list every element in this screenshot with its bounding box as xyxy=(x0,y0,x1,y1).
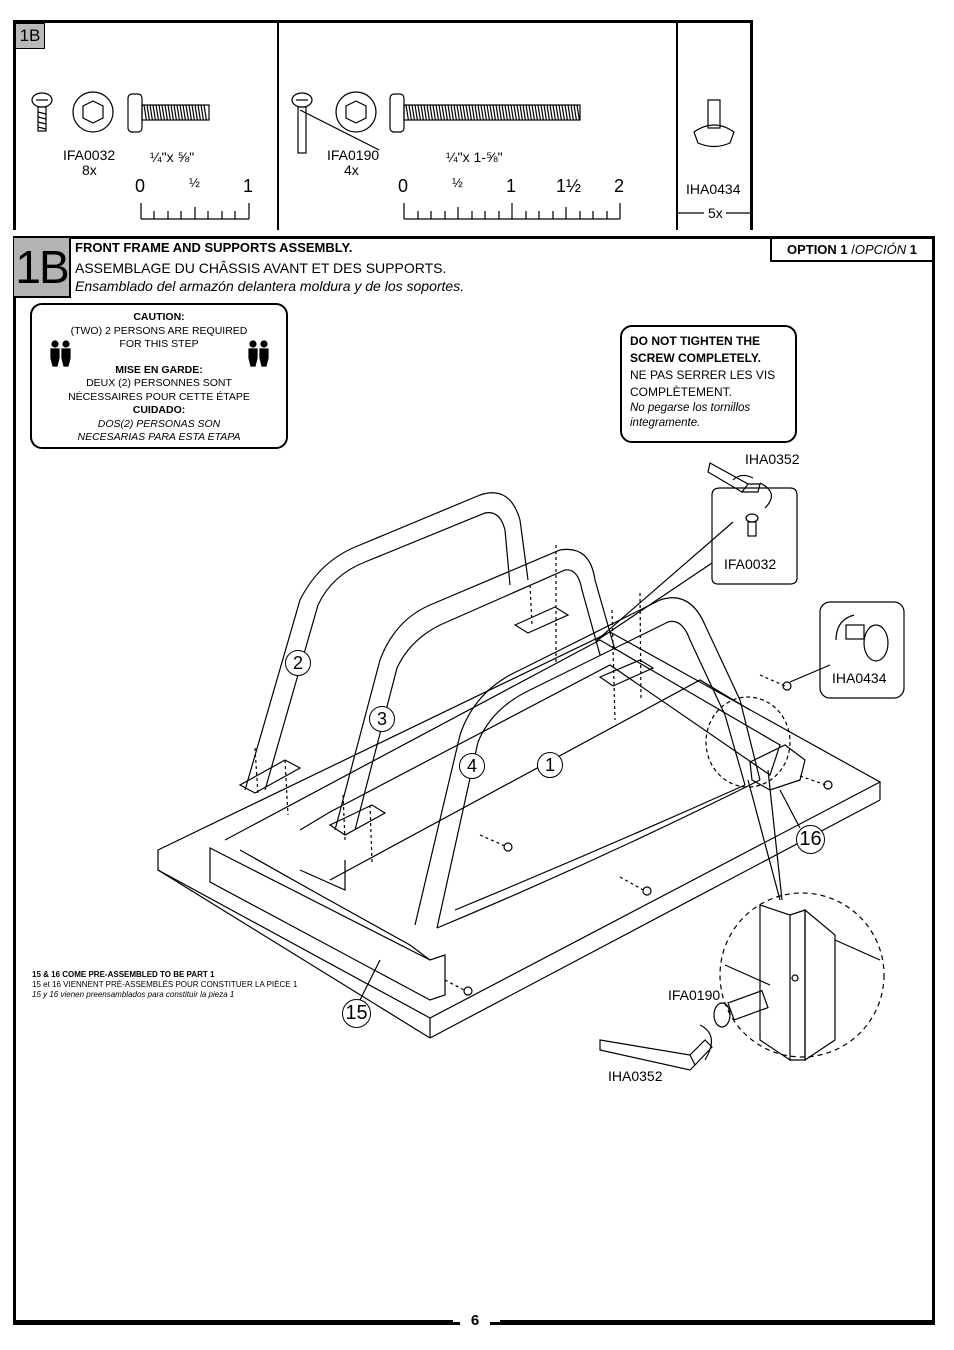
screw-small-side-icon xyxy=(31,92,53,132)
screw-long-head-icon xyxy=(335,91,377,133)
tighten-es-2: integramente. xyxy=(630,417,701,429)
hardware-step-tag: 1B xyxy=(15,23,45,49)
hex-wrench-icon xyxy=(599,1039,713,1071)
long-screw-icon xyxy=(713,989,769,1028)
preassembled-note-es: 15 y 16 vienen preensamblados para const… xyxy=(32,990,235,999)
option-en: OPTION 1 xyxy=(786,242,848,257)
tighten-warning-box: DO NOT TIGHTEN THE SCREW COMPLETELY. NE … xyxy=(620,325,797,443)
screw-long-size: ¼"x 1-⅝" xyxy=(446,149,503,165)
step-title-en: FRONT FRAME AND SUPPORTS ASSEMBLY. xyxy=(75,240,353,255)
preassembled-note: 15 & 16 COME PRE-ASSEMBLED TO BE PART 1 … xyxy=(32,970,297,1000)
glide-code: IHA0434 xyxy=(686,181,741,197)
glide-icon xyxy=(642,886,652,896)
preassembled-note-fr: 15 et 16 VIENNENT PRÉ-ASSEMBLÉS POUR CON… xyxy=(32,980,298,989)
two-persons-icon xyxy=(50,340,71,367)
step-number: 1B xyxy=(14,238,71,298)
ruler-small-tick-1: 1 xyxy=(243,176,254,196)
two-persons-icon xyxy=(248,340,269,367)
glide-label: IHA0434 xyxy=(832,670,887,686)
caution-line2-es: NECESARIAS PARA ESTA ETAPA xyxy=(77,431,241,443)
screw-long-code: IFA0190 xyxy=(327,147,380,163)
caution-line1-fr: DEUX (2) PERSONNES SONT xyxy=(86,377,232,389)
part-1-marker: 1 xyxy=(537,752,563,778)
ruler-long-tick-half: ½ xyxy=(452,175,463,190)
part-15-marker: 15 xyxy=(342,999,371,1028)
ruler-small xyxy=(140,203,250,220)
arch-part-3 xyxy=(334,548,616,831)
tighten-fr-1: NE PAS SERRER LES VIS xyxy=(630,368,776,382)
screw-small-head-icon xyxy=(72,91,114,133)
part-16-marker: 16 xyxy=(796,825,825,854)
screw-small-profile-icon xyxy=(127,93,210,133)
screw-icon xyxy=(745,513,759,537)
caution-line1-en: (TWO) 2 PERSONS ARE REQUIRED xyxy=(70,324,248,337)
part-4-marker: 4 xyxy=(459,753,485,779)
ruler-long-tick-2: 2 xyxy=(614,176,625,196)
glide-qty: 5x xyxy=(708,205,723,221)
screw-detail-callout xyxy=(711,487,798,585)
glide-icon xyxy=(503,842,513,852)
detail-view xyxy=(719,892,885,1058)
caution-line2-en: FOR THIS STEP xyxy=(119,338,199,350)
tighten-fr-2: COMPLÈTEMENT. xyxy=(630,385,733,399)
tighten-es-1: No pegarse los tornillos xyxy=(630,402,751,414)
screw-small-code: IFA0032 xyxy=(63,147,116,163)
part-3-marker: 3 xyxy=(369,706,395,732)
step-title-fr: ASSEMBLAGE DU CHÂSSIS AVANT ET DES SUPPO… xyxy=(75,260,447,276)
screw-bottom-label: IFA0190 xyxy=(668,987,721,1003)
screw-long-side-icon xyxy=(291,92,313,154)
caution-line2-fr: NÉCESSAIRES POUR CETTE ÉTAPE xyxy=(68,390,250,403)
arch-part-2 xyxy=(244,492,529,791)
caution-box: CAUTION: (TWO) 2 PERSONS ARE REQUIRED FO… xyxy=(30,303,288,449)
screw-top-label: IFA0032 xyxy=(724,556,777,572)
hardware-divider xyxy=(676,20,678,230)
caution-line1-es: DOS(2) PERSONAS SON xyxy=(97,417,221,430)
hardware-illustrations xyxy=(31,91,750,220)
caution-heading-en: CAUTION: xyxy=(133,311,185,323)
screw-long-qty: 4x xyxy=(344,162,359,178)
caution-heading-fr: MISE EN GARDE: xyxy=(115,363,203,376)
hardware-panel xyxy=(13,20,753,230)
screw-small-size: ¼"x ⅝" xyxy=(150,149,195,165)
glide-detail-callout xyxy=(819,601,905,699)
ruler-small-tick-0: 0 xyxy=(135,176,146,196)
block-part-16 xyxy=(749,744,806,791)
glide-icon xyxy=(835,614,889,662)
option-sep: / xyxy=(847,242,855,257)
caution-heading-es: CUIDADO: xyxy=(132,404,186,416)
ruler-long xyxy=(403,203,621,220)
page-number: 6 xyxy=(460,1312,490,1329)
hardware-divider xyxy=(277,20,279,230)
ruler-long-tick-1-half: 1½ xyxy=(556,176,582,196)
hex-wrench-icon xyxy=(707,462,761,493)
wrench-top-label: IHA0352 xyxy=(745,451,800,467)
ruler-long-tick-1: 1 xyxy=(506,176,517,196)
option-num: 1 xyxy=(906,242,918,257)
arch-part-1 xyxy=(414,597,761,926)
tighten-en-1: DO NOT TIGHTEN THE xyxy=(630,334,760,348)
step-title-es: Ensamblado del armazón delantera moldura… xyxy=(75,278,465,294)
ruler-small-tick-half: ½ xyxy=(189,175,200,190)
tighten-en-2: SCREW COMPLETELY. xyxy=(630,351,761,365)
glide-icon xyxy=(823,780,833,790)
glide-icon xyxy=(782,681,792,691)
footer-line-left xyxy=(13,1320,453,1323)
glide-icon xyxy=(463,986,473,996)
option-label: OPTION 1 /OPCIÓN 1 xyxy=(770,238,932,262)
ruler-long-tick-0: 0 xyxy=(398,176,409,196)
base-board xyxy=(157,631,882,1019)
part-2-marker: 2 xyxy=(285,650,311,676)
footer-line-right xyxy=(500,1320,935,1323)
screw-small-qty: 8x xyxy=(82,162,97,178)
preassembled-note-en: 15 & 16 COME PRE-ASSEMBLED TO BE PART 1 xyxy=(32,970,215,979)
wrench-bottom-label: IHA0352 xyxy=(608,1068,663,1084)
glide-icon xyxy=(693,99,735,148)
option-es: OPCIÓN xyxy=(854,242,907,257)
